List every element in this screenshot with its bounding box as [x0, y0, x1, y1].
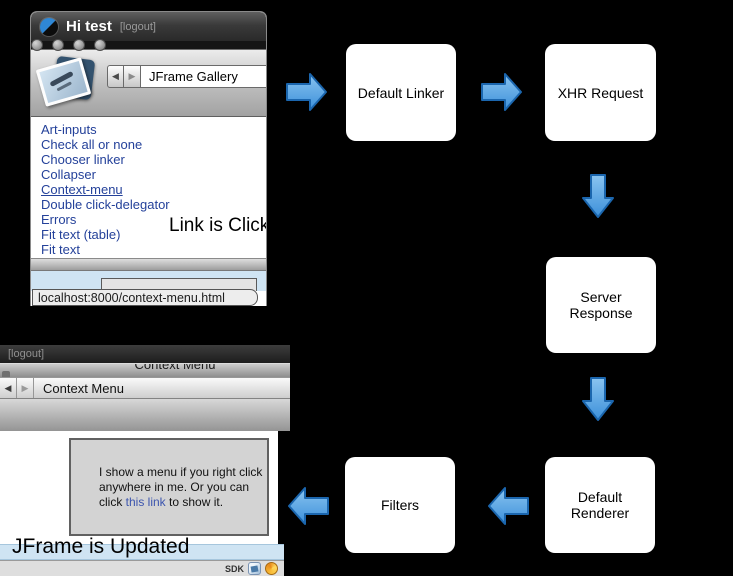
toolbar-bubble-icon: [73, 39, 85, 51]
annotation-jframe-updated: JFrame is Updated: [12, 535, 190, 558]
flow-node-server-response: Server Response: [546, 257, 656, 353]
context-menu-window: [logout] Context Menu ◀ ▶ Context Menu I…: [0, 345, 290, 576]
gallery-divider-bar: [31, 258, 266, 271]
logout-link[interactable]: [logout]: [8, 348, 45, 360]
status-url-tooltip: localhost:8000/context-menu.html: [32, 289, 258, 306]
list-item-chooser-linker[interactable]: Chooser linker: [41, 152, 125, 167]
list-item-fit-text[interactable]: Fit text: [41, 242, 81, 257]
arrow-down-icon: [582, 377, 614, 421]
context-demo-message: I show a menu if you right click anywher…: [99, 465, 263, 509]
sdk-gallery-icon[interactable]: [248, 562, 261, 575]
context-titlebar: [logout]: [0, 345, 290, 363]
gallery-toolbar: ◀ ▶ JFrame Gallery: [31, 49, 266, 117]
forward-button[interactable]: ▶: [17, 378, 34, 398]
context-demo-box[interactable]: I show a menu if you right click anywher…: [69, 438, 269, 536]
corner-widget-icon: [2, 371, 10, 377]
context-statusbar: SDK: [0, 560, 284, 576]
gallery-footer-blue-bar: [31, 271, 266, 291]
arrow-down-icon: [582, 174, 614, 218]
annotation-link-clicked: Link is Clicked: [169, 215, 266, 236]
arrow-right-icon: [286, 73, 327, 111]
flow-node-default-renderer: Default Renderer: [545, 457, 655, 553]
this-link[interactable]: this link: [125, 495, 166, 509]
list-item-check-all-or-none[interactable]: Check all or none: [41, 137, 143, 152]
app-logo-icon: [40, 17, 58, 36]
gallery-link-list: Art-inputs Check all or none Chooser lin…: [31, 117, 266, 258]
context-nav-title: Context Menu: [43, 380, 124, 396]
list-item-collapser[interactable]: Collapser: [41, 167, 96, 182]
gallery-title: Hi test: [66, 18, 112, 35]
gallery-footer-tab: [101, 278, 257, 291]
photo-stack-icon: [35, 54, 101, 112]
toolbar-bubble-icon: [94, 39, 106, 51]
context-footer-blue-bar: [0, 544, 284, 560]
toolbar-bubble-icon: [31, 39, 43, 51]
context-window-title-strip: Context Menu: [0, 363, 290, 377]
logout-link[interactable]: [logout]: [119, 20, 156, 33]
list-item-art-inputs[interactable]: Art-inputs: [41, 122, 97, 137]
toolbar-bubble-icon: [52, 39, 64, 51]
flow-node-filters: Filters: [345, 457, 455, 553]
arrow-left-icon: [488, 487, 529, 525]
forward-button[interactable]: ▶: [124, 65, 141, 88]
sdk-swirl-icon[interactable]: [265, 562, 278, 575]
flow-node-default-linker: Default Linker: [346, 44, 456, 141]
context-header-gradient: [0, 399, 290, 431]
jframe-gallery-window: Hi test [logout] ◀ ▶ JFrame Gallery Art-…: [30, 11, 267, 306]
back-button[interactable]: ◀: [107, 65, 124, 88]
arrow-left-icon: [288, 487, 329, 525]
list-item-context-menu[interactable]: Context-menu: [41, 182, 123, 197]
gallery-selector-field[interactable]: JFrame Gallery: [141, 65, 266, 88]
list-item-errors[interactable]: Errors: [41, 212, 77, 227]
arrow-right-icon: [481, 73, 522, 111]
list-item-double-click-delegator[interactable]: Double click-delegator: [41, 197, 170, 212]
list-item-fit-text-table[interactable]: Fit text (table): [41, 227, 121, 242]
context-toolbar: ◀ ▶ Context Menu: [0, 377, 290, 399]
gallery-titlebar: Hi test [logout]: [31, 12, 266, 41]
gallery-button-strip: [31, 39, 266, 51]
flow-node-xhr-request: XHR Request: [545, 44, 656, 141]
context-content-area: I show a menu if you right click anywher…: [0, 431, 278, 544]
window-title: Context Menu: [134, 363, 216, 372]
back-button[interactable]: ◀: [0, 378, 17, 398]
sdk-label: SDK: [224, 563, 244, 574]
